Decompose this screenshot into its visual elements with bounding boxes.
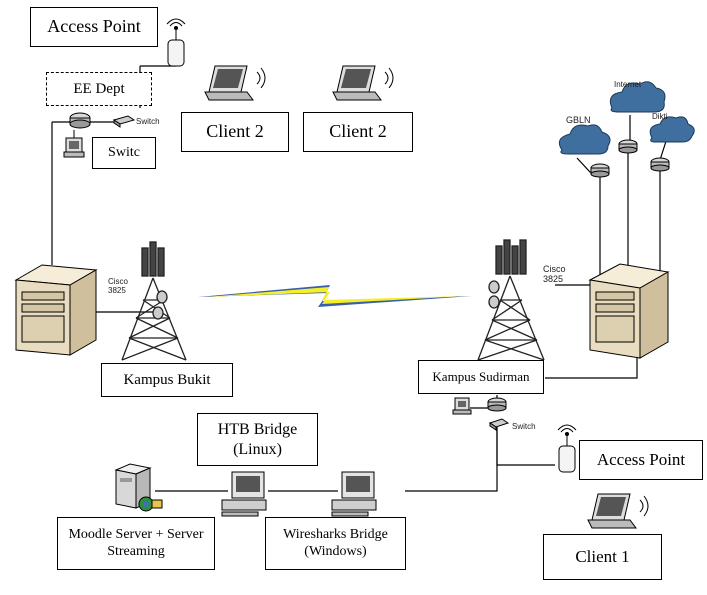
server-icon-moodle: [114, 463, 163, 512]
tower-icon-right: [477, 239, 545, 361]
laptop-icon-client2-a: [204, 65, 266, 101]
tower-icon-left: [121, 241, 187, 361]
cloud-icon-internet: [609, 81, 666, 113]
link-server-sudirman: [545, 355, 638, 379]
cisco-right-label: Cisco 3825: [543, 264, 566, 284]
server-icon-right: [588, 263, 670, 359]
access-point-top-icon: [166, 18, 186, 67]
laptop-icon-client1: [587, 493, 649, 529]
client1-label: Client 1: [543, 534, 662, 580]
router-icon-internet: [618, 139, 638, 154]
pc-icon-sudirman: [452, 397, 472, 415]
pc-icon-top: [63, 130, 85, 158]
access-point-top-label: Access Point: [30, 7, 158, 47]
router-icon-top: [69, 112, 91, 129]
wireless-link-inner: [206, 287, 465, 304]
access-point-bottom-label: Access Point: [579, 440, 703, 480]
switch-bottom-label: Switch: [512, 422, 536, 431]
pc-icon-wireshark: [331, 471, 377, 517]
client2-b-label: Client 2: [303, 112, 413, 152]
htb-bridge-label: HTB Bridge (Linux): [197, 413, 318, 466]
switc-label: Switc: [92, 137, 156, 169]
router-icon-gbln: [590, 163, 610, 178]
access-point-bottom-icon: [557, 424, 577, 473]
dikti-label: Dikti: [652, 112, 668, 121]
link-switch-ap: [496, 425, 555, 466]
switch-icon-bottom: [488, 418, 510, 431]
ee-dept-label: EE Dept: [46, 72, 152, 106]
wireshark-bridge-label: Wiresharks Bridge (Windows): [265, 517, 406, 570]
link-switch-wireshark: [405, 430, 498, 492]
switch-top-label: Switch: [136, 117, 160, 126]
cloud-icon-dikti: [649, 116, 695, 143]
router-icon-dikti: [650, 157, 670, 172]
link-router-dikti-down: [608, 168, 661, 276]
server-icon-left: [14, 264, 98, 356]
moodle-server-label: Moodle Server + Server Streaming: [57, 517, 215, 570]
switch-icon-top: [112, 115, 136, 128]
router-icon-bottom: [487, 397, 507, 412]
laptop-icon-client2-b: [332, 65, 394, 101]
cisco-left-label: Cisco 3825: [108, 277, 129, 295]
cloud-icon-gbln: [558, 124, 611, 155]
wireless-link-outer: [198, 285, 472, 307]
pc-icon-htb: [221, 471, 267, 517]
kampus-sudirman-label: Kampus Sudirman: [418, 360, 544, 394]
internet-label: Internet: [614, 80, 642, 89]
gbln-label: GBLN: [566, 115, 591, 125]
kampus-bukit-label: Kampus Bukit: [101, 363, 233, 397]
client2-a-label: Client 2: [181, 112, 289, 152]
